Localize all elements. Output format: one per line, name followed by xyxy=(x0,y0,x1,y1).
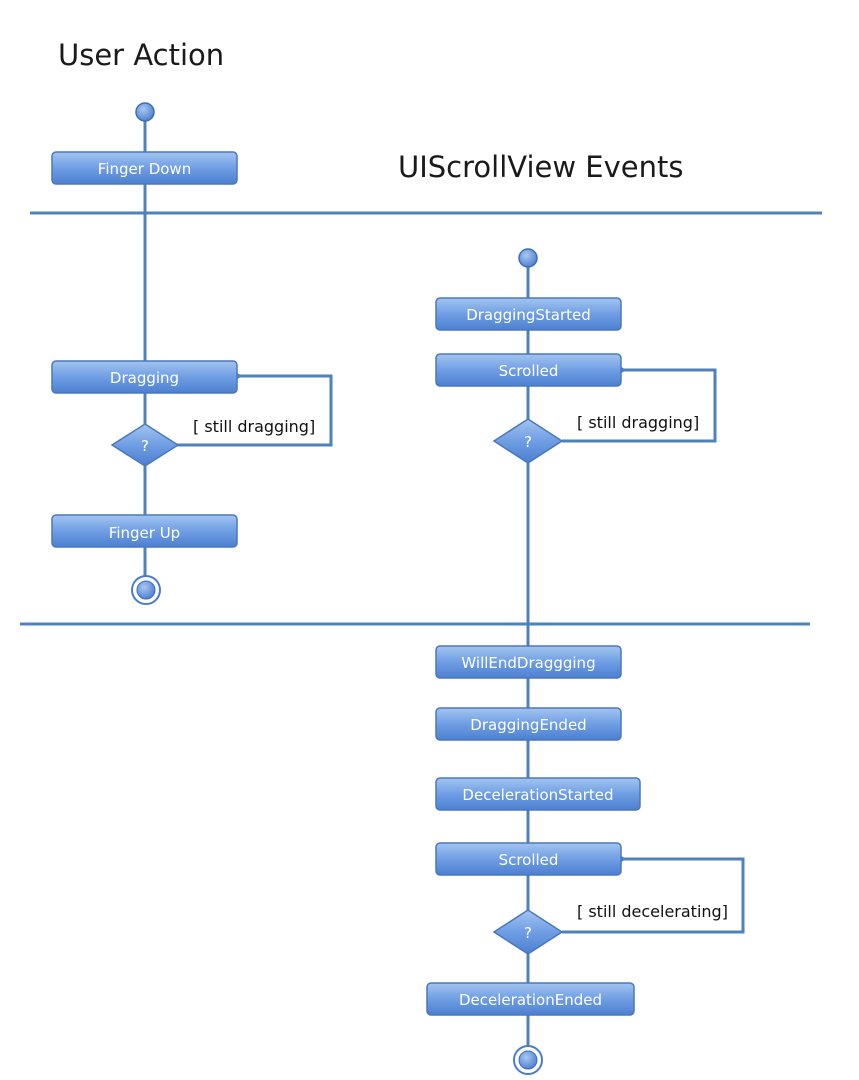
finger-down-box: Finger Down xyxy=(51,151,238,185)
scrolled-box-2: Scrolled xyxy=(435,842,622,876)
will-end-dragging-box: WillEndDraggging xyxy=(435,645,622,679)
start-node xyxy=(135,102,155,122)
deceleration-started-box: DecelerationStarted xyxy=(435,777,641,811)
dragging-box: Dragging xyxy=(51,360,238,394)
scrollview-events-heading: UIScrollView Events xyxy=(398,150,684,184)
scroll-end-node xyxy=(513,1045,543,1075)
scrolled-label-2: Scrolled xyxy=(499,851,559,869)
dragging-started-label: DraggingStarted xyxy=(466,306,591,324)
user-end-node xyxy=(131,575,161,605)
will-end-dragging-label: WillEndDraggging xyxy=(461,654,595,672)
scroll-start-node xyxy=(518,248,538,268)
dragging-ended-label: DraggingEnded xyxy=(470,716,586,734)
scroll-decision-label-2: ? xyxy=(524,924,532,942)
scrolled-box-1: Scrolled xyxy=(435,353,622,387)
deceleration-ended-box: DecelerationEnded xyxy=(426,982,635,1016)
scroll-decision-diamond-1: ? xyxy=(492,418,564,464)
scroll-decision-label-1: ? xyxy=(524,433,532,451)
finger-up-box: Finger Up xyxy=(51,514,238,548)
dragging-label: Dragging xyxy=(110,369,179,387)
scroll-guard-label-1: [ still dragging] xyxy=(577,413,699,432)
user-action-heading: User Action xyxy=(58,38,225,72)
user-decision-label: ? xyxy=(141,437,149,455)
scroll-decision-diamond-2: ? xyxy=(492,909,564,955)
scroll-guard-label-2: [ still decelerating] xyxy=(577,902,728,921)
finger-up-label: Finger Up xyxy=(109,524,180,542)
deceleration-ended-label: DecelerationEnded xyxy=(459,991,602,1009)
user-guard-label: [ still dragging] xyxy=(193,417,315,436)
dragging-ended-box: DraggingEnded xyxy=(435,707,622,741)
finger-down-label: Finger Down xyxy=(98,160,191,178)
user-decision-diamond: ? xyxy=(110,423,180,467)
user-action-flow xyxy=(143,112,333,576)
dragging-started-box: DraggingStarted xyxy=(435,297,622,331)
deceleration-started-label: DecelerationStarted xyxy=(462,786,613,804)
scrolled-label-1: Scrolled xyxy=(499,362,559,380)
